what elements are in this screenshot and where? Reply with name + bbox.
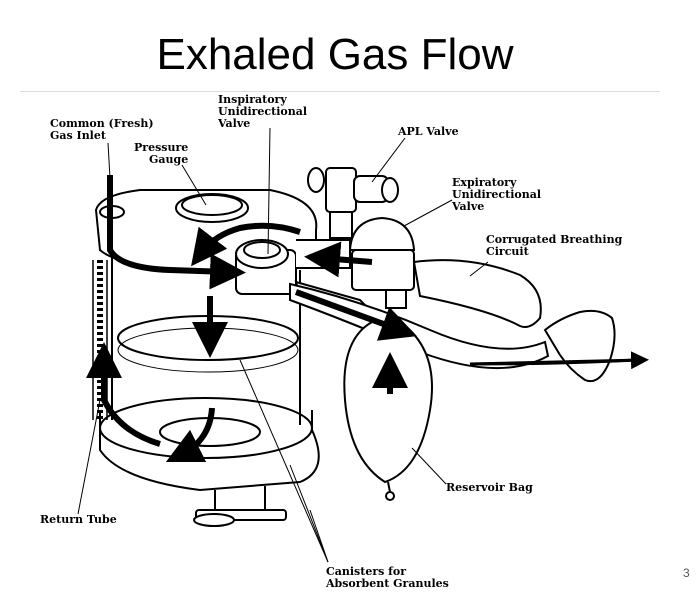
label-line: Unidirectional	[452, 188, 542, 201]
label-line: Gas Inlet	[50, 129, 106, 142]
label-canisters: Canisters for Absorbent Granules	[326, 566, 449, 590]
label-line: Absorbent Granules	[326, 577, 449, 590]
slide-title: Exhaled Gas Flow	[156, 30, 514, 79]
label-line: Corrugated Breathing	[486, 233, 623, 246]
top-rule	[20, 91, 660, 92]
gas-flow-arrows	[86, 175, 649, 463]
label-line: Gauge	[149, 153, 189, 166]
inspiratory-valve	[235, 239, 297, 295]
label-line: APL Valve	[398, 125, 459, 138]
label-expiratory-valve: Expiratory Unidirectional Valve	[452, 177, 541, 213]
label-return-tube: Return Tube	[40, 514, 117, 526]
mask	[543, 309, 616, 382]
apl-valve	[307, 167, 399, 239]
label-line: Valve	[218, 117, 251, 130]
label-line: Unidirectional	[218, 105, 308, 118]
label-reservoir-bag: Reservoir Bag	[446, 482, 533, 494]
label-line: Reservoir Bag	[446, 481, 533, 494]
label-pressure-gauge: Pressure Gauge	[134, 142, 188, 166]
page-number: 3	[683, 566, 690, 580]
label-breathing-circuit: Corrugated Breathing Circuit	[486, 234, 622, 258]
label-line: Inspiratory	[218, 93, 287, 106]
label-line: Canisters for	[326, 565, 407, 578]
reservoir-bag	[343, 321, 433, 501]
label-line: Circuit	[486, 245, 529, 258]
label-common-gas-inlet: Common (Fresh) Gas Inlet	[50, 118, 154, 142]
label-line: Common (Fresh)	[50, 117, 154, 130]
label-inspiratory-valve: Inspiratory Unidirectional Valve	[218, 94, 307, 130]
label-line: Pressure	[134, 141, 189, 154]
label-line: Valve	[452, 200, 485, 213]
label-apl-valve: APL Valve	[398, 126, 459, 138]
label-line: Return Tube	[40, 513, 117, 526]
leader-lines	[77, 127, 489, 563]
label-line: Expiratory	[452, 176, 517, 189]
